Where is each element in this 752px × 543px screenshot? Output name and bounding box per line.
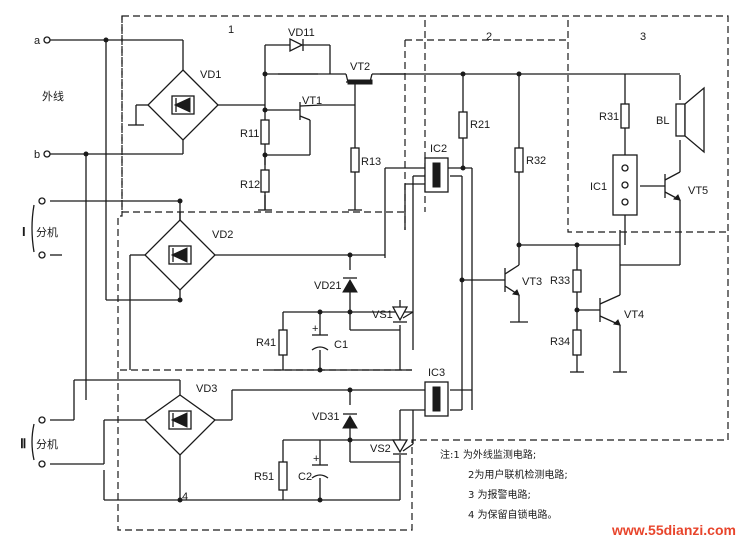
vd21-label: VD21 [314, 280, 342, 292]
ic1-chip [612, 154, 638, 216]
r51-label: R51 [254, 471, 274, 483]
vt1-label: VT1 [302, 95, 322, 107]
resistors [260, 103, 630, 491]
wires [50, 39, 681, 501]
vs2-thyristor [391, 410, 414, 455]
vt4-label: VT4 [624, 309, 644, 321]
r31-label: R31 [599, 111, 619, 123]
vd21-diode [342, 277, 358, 293]
ic2-optocoupler [424, 157, 449, 193]
r34-label: R34 [550, 336, 570, 348]
c1-label: C1 [334, 339, 348, 351]
note-4: 4 为保留自锁电路。 [468, 508, 558, 521]
r13-resistor [350, 147, 360, 173]
r11-label: R11 [240, 128, 259, 140]
terminals [38, 36, 51, 468]
bl-label: BL [656, 115, 669, 127]
vd1-label: VD1 [200, 69, 221, 81]
r34-resistor [572, 329, 582, 356]
c1-capacitor [311, 334, 329, 351]
vd2-bridge [144, 219, 216, 291]
ic1-label: IC1 [590, 181, 607, 193]
note-3: 3 为报警电路; [468, 488, 531, 501]
vt3-transistor [504, 264, 520, 296]
r21-resistor [458, 111, 468, 139]
note-2: 2为用户联机检测电路; [468, 468, 568, 481]
r33-label: R33 [550, 275, 570, 287]
vs1-label: VS1 [372, 309, 393, 321]
extension-1-label: 分机 [36, 225, 58, 239]
vd1-bridge [147, 69, 219, 141]
terminal-b-label: b [34, 149, 40, 161]
vt2-label: VT2 [350, 61, 370, 73]
vd31-label: VD31 [312, 411, 340, 423]
watermark: www.55dianzi.com [611, 522, 736, 538]
r41-label: R41 [256, 337, 276, 349]
block-outlines [117, 15, 729, 531]
ic3-optocoupler [424, 381, 449, 417]
vd2-label: VD2 [212, 229, 233, 241]
block-4-label: 4 [182, 491, 188, 503]
r41-resistor [278, 329, 288, 356]
vt3-label: VT3 [522, 276, 542, 288]
r11-resistor [260, 119, 270, 145]
c2-plus: + [313, 453, 319, 465]
r13-label: R13 [361, 156, 381, 168]
block-3-label: 3 [640, 31, 646, 43]
c2-capacitor [311, 464, 329, 479]
block-2-label: 2 [486, 31, 492, 43]
ic2-label: IC2 [430, 143, 447, 155]
junction-dots [83, 37, 580, 503]
block-1-label: 1 [228, 24, 234, 36]
vt2-transistor [345, 73, 373, 92]
vt4-transistor [599, 294, 621, 326]
vd11-diode [289, 37, 310, 53]
vt5-label: VT5 [688, 185, 708, 197]
ic3-label: IC3 [428, 367, 445, 379]
vt1-transistor [299, 102, 323, 121]
c1-plus: + [312, 323, 318, 335]
note-1: 注:1 为外线监测电路; [440, 448, 536, 461]
extension-2-roman: Ⅱ [20, 436, 26, 451]
vd3-label: VD3 [196, 383, 217, 395]
extension-2-brace [31, 423, 35, 461]
r32-label: R32 [526, 155, 546, 167]
r33-resistor [572, 269, 582, 293]
vs1-thyristor [391, 300, 414, 323]
vd3-bridge [143, 394, 217, 456]
r32-resistor [514, 147, 524, 173]
extension-1-brace [31, 204, 35, 253]
bl-speaker [675, 86, 705, 154]
r51-resistor [278, 461, 288, 491]
outside-line-label: 外线 [42, 89, 64, 103]
c2-label: C2 [298, 471, 312, 483]
vt5-transistor [664, 171, 681, 201]
r12-resistor [260, 169, 270, 193]
notes: 注:1 为外线监测电路; 2为用户联机检测电路; 3 为报警电路; 4 为保留自… [440, 448, 568, 521]
vs2-label: VS2 [370, 443, 391, 455]
r21-label: R21 [470, 119, 490, 131]
r12-label: R12 [240, 179, 260, 191]
vd31-diode [342, 413, 358, 429]
extension-2-label: 分机 [36, 437, 58, 451]
vd11-label: VD11 [288, 27, 315, 39]
extension-1-roman: I [22, 224, 26, 239]
r31-resistor [620, 103, 630, 129]
terminal-a-label: a [34, 35, 41, 47]
